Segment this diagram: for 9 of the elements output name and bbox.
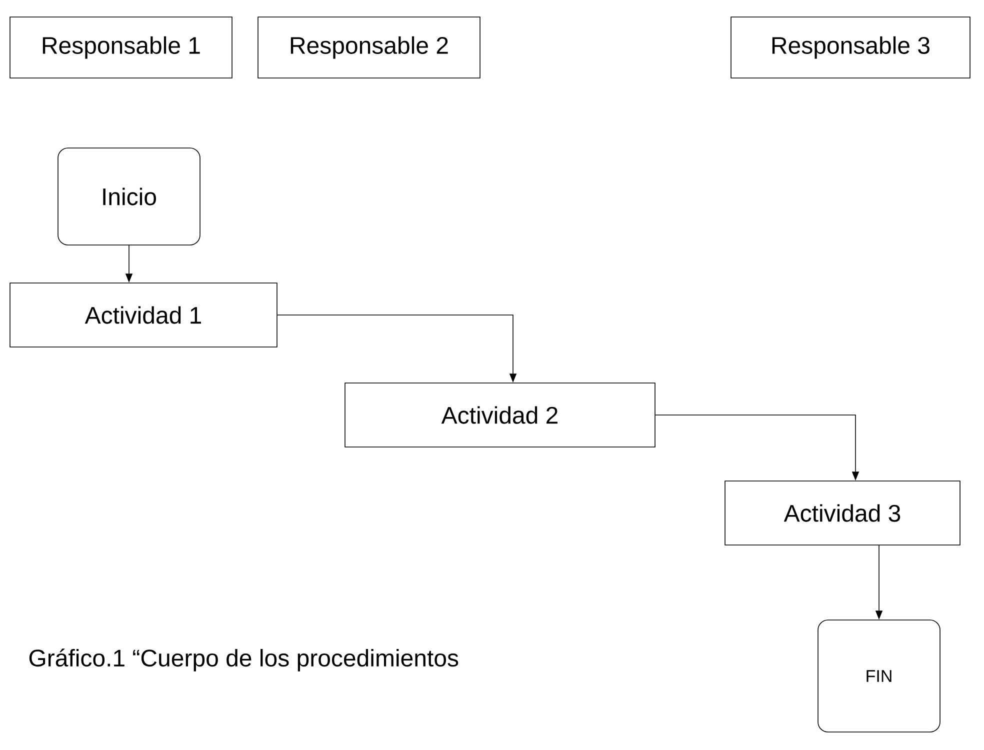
process-box: Responsable 3 (730, 16, 970, 78)
process-box: Actividad 1 (10, 282, 278, 348)
process-box: Responsable 1 (10, 16, 232, 78)
caption: Gráfico.1 “Cuerpo de los procedimientos (29, 648, 458, 672)
terminal-box: FIN (818, 620, 940, 732)
terminal-box: Inicio (58, 148, 200, 246)
process-box: Responsable 2 (258, 16, 480, 78)
process-box: Actividad 2 (344, 382, 656, 448)
process-box: Actividad 3 (724, 480, 960, 546)
